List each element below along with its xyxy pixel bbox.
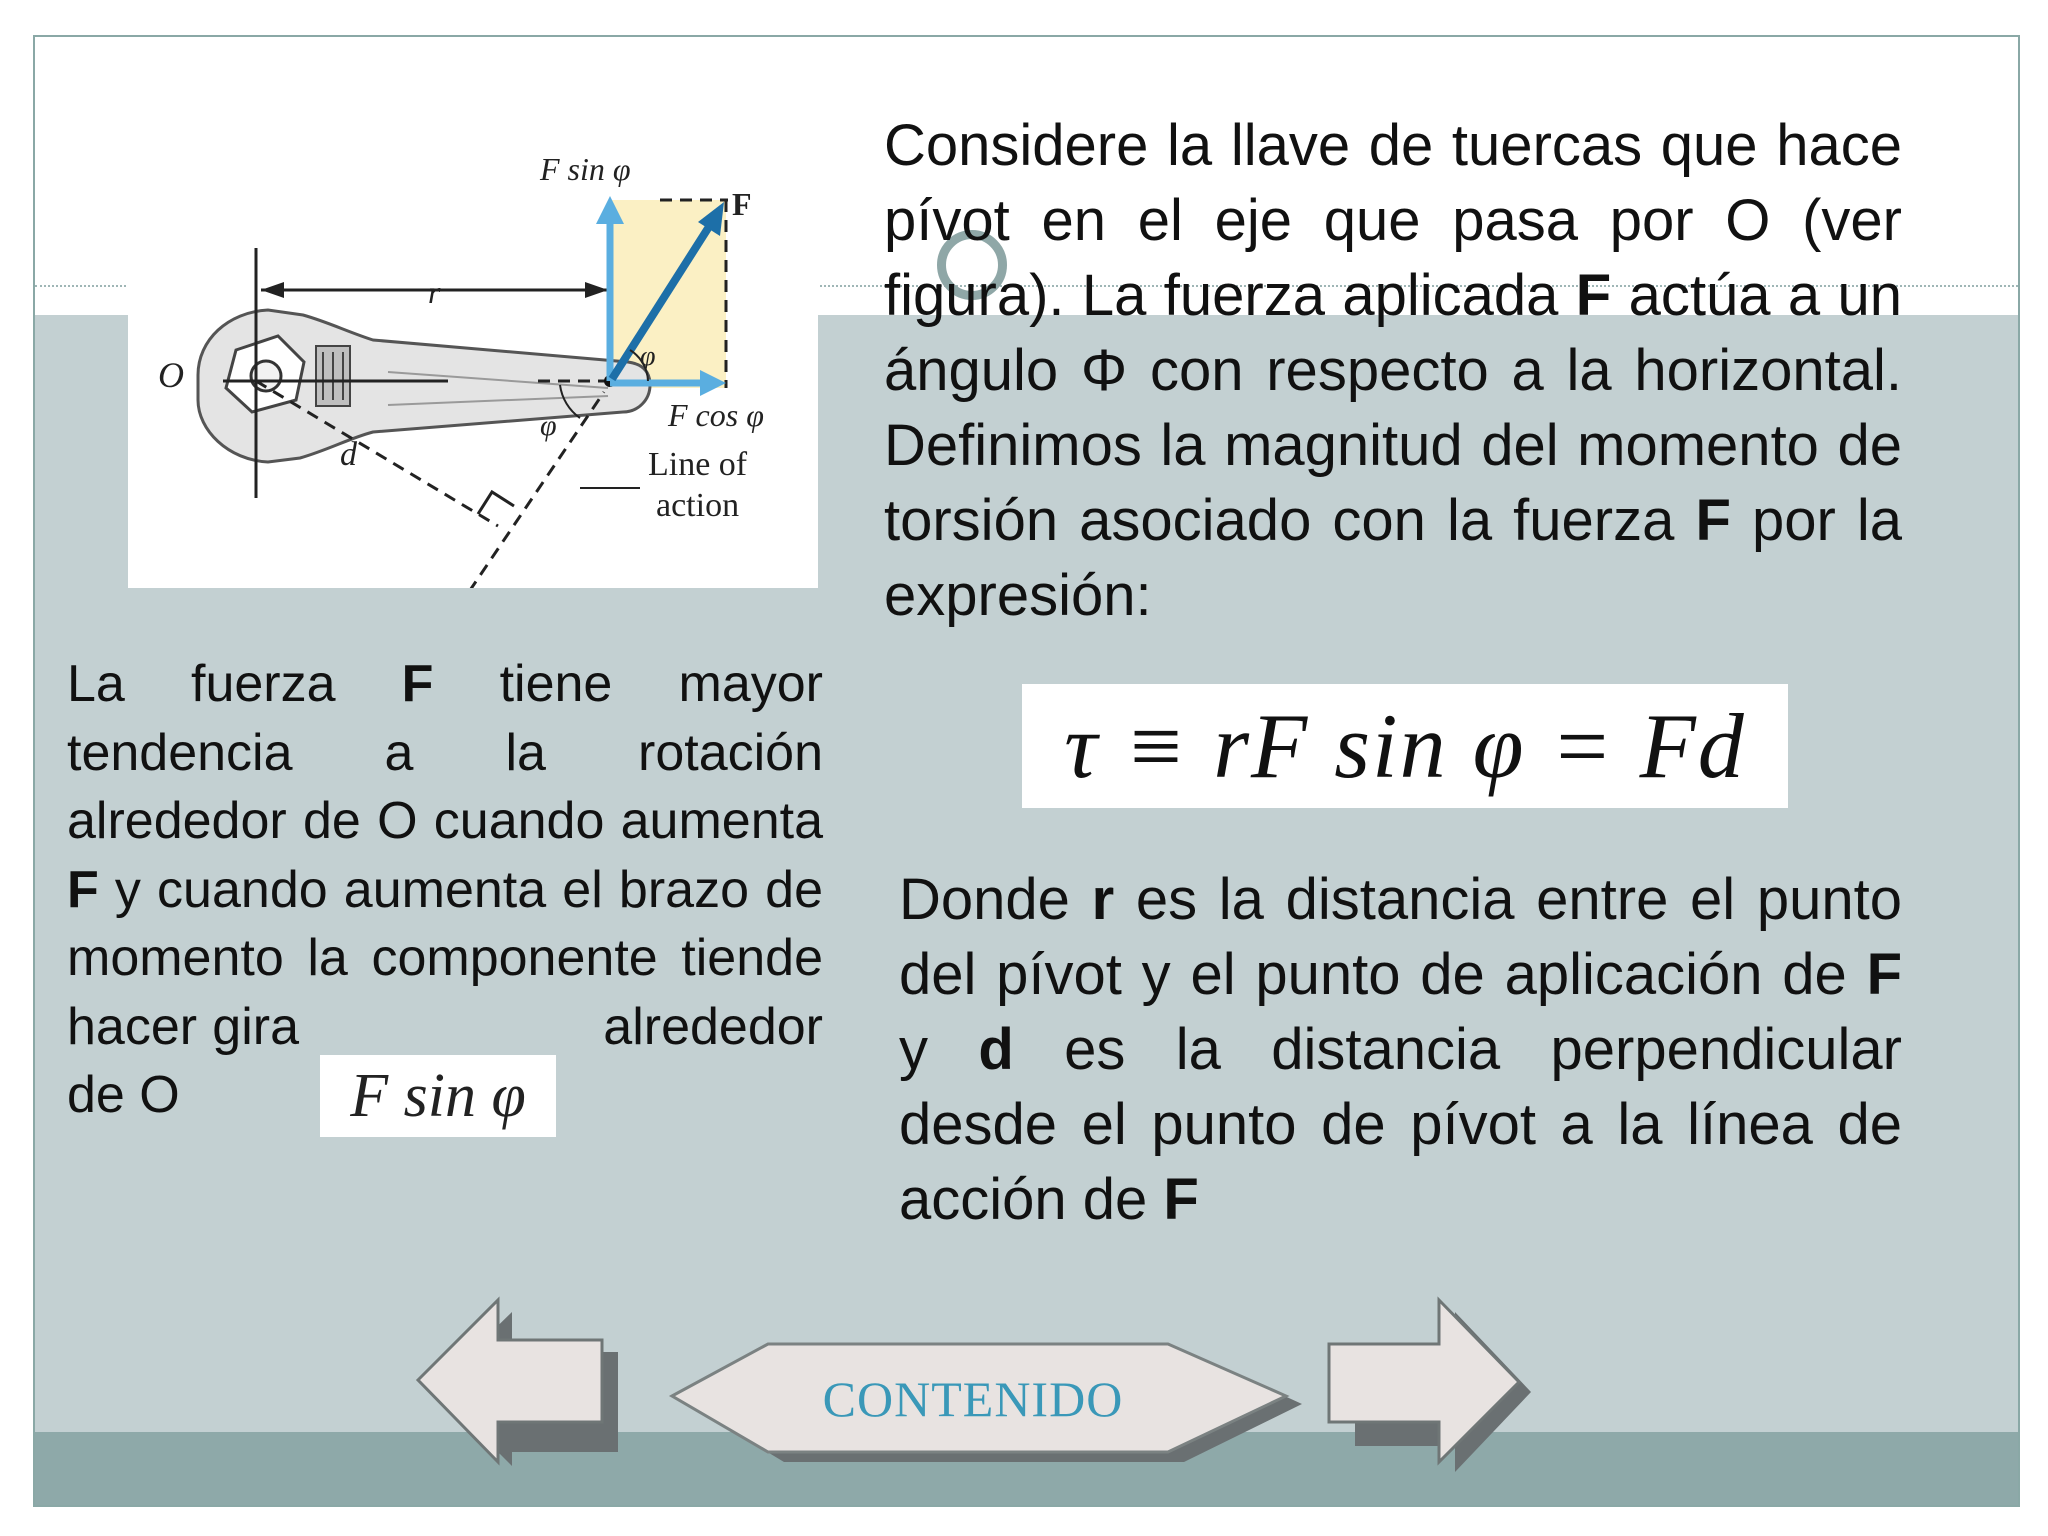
prev-label xyxy=(410,1296,630,1476)
wrench-icon xyxy=(196,308,652,464)
text-run: y xyxy=(899,1017,979,1082)
fsin-arrow-icon xyxy=(596,196,624,224)
arrow-left-icon xyxy=(415,1296,618,1466)
contenido-label: CONTENIDO xyxy=(822,1371,1124,1427)
contenido-shape xyxy=(668,1342,1302,1462)
bold-term: F xyxy=(1575,263,1612,328)
text-run: actúa a un ángulo Φ con respecto a la ho… xyxy=(884,263,1902,553)
text-run: La fuerza xyxy=(67,655,402,713)
contenido-button[interactable]: CONTENIDO xyxy=(668,1342,1308,1468)
phi-bottom-label: φ xyxy=(540,409,557,442)
bold-term: F xyxy=(1695,488,1731,553)
torque-formula-text: τ ≡ rF sin φ = Fd xyxy=(1064,695,1746,797)
bold-term: d xyxy=(978,1017,1014,1082)
paragraph-intro: Considere la llave de tuercas que hace p… xyxy=(884,108,1902,633)
prev-button[interactable] xyxy=(410,1296,630,1476)
header-divider xyxy=(35,285,2018,287)
bold-term: F xyxy=(1163,1167,1199,1232)
text-run xyxy=(299,998,603,1056)
phi-top-label: φ xyxy=(640,341,656,372)
o-label: O xyxy=(158,355,184,395)
text-run: Considere la llave de tuercas que hace p… xyxy=(884,113,1902,328)
decorative-ring xyxy=(937,230,1007,300)
bold-term: F xyxy=(401,655,434,713)
action-label: action xyxy=(656,487,739,524)
force-arrow-icon xyxy=(698,202,724,236)
fsin-label: F sin φ xyxy=(539,151,631,187)
line-of-label: Line of xyxy=(648,446,748,483)
next-label xyxy=(1325,1296,1535,1476)
wrench-torque-figure: r O d φ φ F sin φ F F cos φ Line of acti… xyxy=(128,100,818,609)
bold-term: F xyxy=(1866,942,1902,1007)
r-label: r xyxy=(428,274,441,310)
d-label: d xyxy=(340,436,358,473)
fcos-label: F cos φ xyxy=(667,397,764,433)
paragraph-force-tendency: La fuerza F tiene mayor tendencia a la r… xyxy=(67,650,823,1130)
text-run: alrededor de O xyxy=(67,997,823,1125)
wrench-diagram: r O d φ φ F sin φ F F cos φ Line of acti… xyxy=(158,151,764,609)
text-run: es la distancia entre el punto del pívot… xyxy=(899,867,1903,1007)
text-run: Donde xyxy=(899,867,1092,932)
arrow-right-icon xyxy=(1327,1296,1531,1472)
text-run: y cuando aumenta el brazo de momento la … xyxy=(67,860,823,1056)
inline-formula-fsin: F sin φ xyxy=(320,1055,556,1137)
bold-term: F xyxy=(67,860,99,919)
text-run: tiene mayor tendencia a la rotación alre… xyxy=(67,655,823,850)
paragraph-definitions: Donde r es la distancia entre el punto d… xyxy=(899,862,1902,1237)
bold-term: r xyxy=(1091,867,1115,932)
text-run: por la expresión: xyxy=(884,488,1902,628)
text-run: es la distancia perpendicular desde el p… xyxy=(899,1017,1902,1232)
torque-formula: τ ≡ rF sin φ = Fd xyxy=(1022,684,1788,808)
next-button[interactable] xyxy=(1325,1296,1535,1476)
fcos-arrow-icon xyxy=(700,370,726,396)
force-label: F xyxy=(732,186,752,222)
